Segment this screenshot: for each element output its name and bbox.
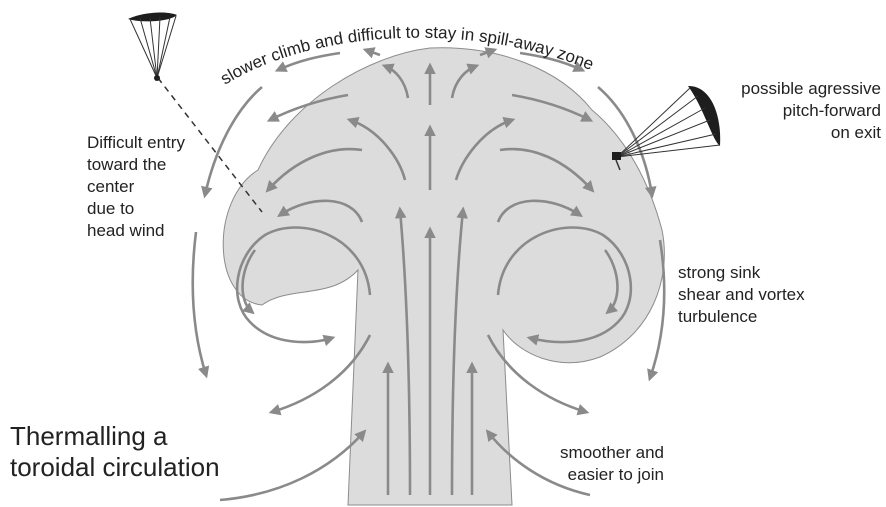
thermal-plume bbox=[223, 48, 664, 505]
right-top-annotation: possible agressive pitch-forward on exit bbox=[741, 78, 881, 144]
bottom-right-annotation: smoother and easier to join bbox=[538, 442, 664, 486]
left-annotation: Difficult entry toward the center due to… bbox=[87, 132, 185, 242]
left-annotation-line4: due to bbox=[87, 198, 185, 220]
right-top-line1: possible agressive bbox=[741, 78, 881, 100]
bottom-right-line2: easier to join bbox=[538, 464, 664, 486]
right-top-line2: pitch-forward bbox=[741, 100, 881, 122]
left-annotation-line5: head wind bbox=[87, 220, 185, 242]
right-mid-line2: shear and vortex bbox=[678, 284, 805, 306]
left-annotation-line2: toward the bbox=[87, 154, 185, 176]
right-mid-line3: turbulence bbox=[678, 306, 805, 328]
right-top-line3: on exit bbox=[741, 122, 881, 144]
diagram-title: Thermalling a toroidal circulation bbox=[10, 421, 220, 483]
bottom-right-line1: smoother and bbox=[538, 442, 664, 464]
diagram-title-line2: toroidal circulation bbox=[10, 452, 220, 483]
right-mid-annotation: strong sink shear and vortex turbulence bbox=[678, 262, 805, 328]
diagram-title-line1: Thermalling a bbox=[10, 421, 220, 452]
paraglider-top-left bbox=[128, 12, 177, 81]
left-annotation-line1: Difficult entry bbox=[87, 132, 185, 154]
right-mid-line1: strong sink bbox=[678, 262, 805, 284]
left-annotation-line3: center bbox=[87, 176, 185, 198]
